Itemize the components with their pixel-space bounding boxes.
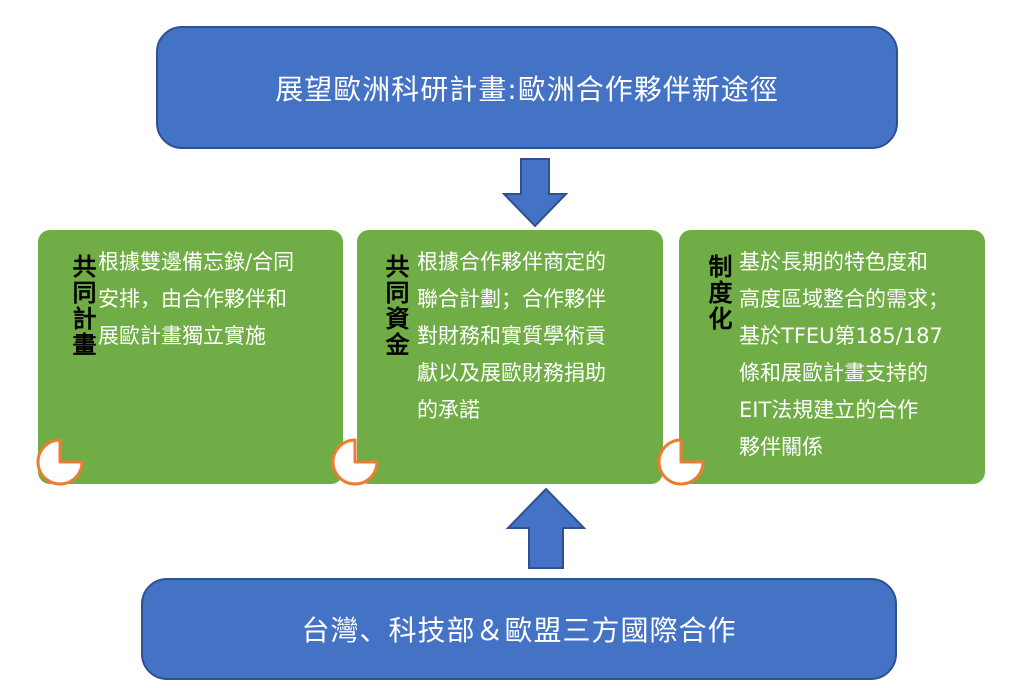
card-text: 根據合作夥伴商定的 聯合計劃；合作夥伴 對財務和實質學術貢 獻以及展歐財務捐助 … [417, 244, 657, 429]
card-text-line: 聯合計劃；合作夥伴 [417, 287, 606, 311]
arrow-up-icon [506, 488, 586, 569]
card-institutionalised: 制度化 基於長期的特色度和 高度區域整合的需求； 基於TFEU第185/187 … [657, 230, 985, 486]
card-text-line: 基於TFEU第185/187 [739, 324, 943, 348]
card-text-line: 安排，由合作夥伴和 [98, 287, 287, 311]
arrow-down-icon [502, 158, 568, 228]
card-text-line: 根據雙邊備忘錄/合同 [98, 250, 295, 274]
card-text-line: 基於長期的特色度和 [739, 250, 928, 274]
pie-icon [36, 438, 84, 486]
card-text-line: 根據合作夥伴商定的 [417, 250, 606, 274]
bottom-title-box: 台灣、科技部＆歐盟三方國際合作 [141, 578, 897, 680]
card-text: 根據雙邊備忘錄/合同 安排，由合作夥伴和 展歐計畫獨立實施 [98, 244, 336, 355]
card-text-line: 展歐計畫獨立實施 [98, 324, 266, 348]
bottom-title-text: 台灣、科技部＆歐盟三方國際合作 [301, 614, 737, 647]
pie-icon [657, 438, 705, 486]
card-text-line: 的承諾 [417, 398, 480, 422]
card-title: 共同計畫 [68, 254, 96, 358]
card-joint-funding: 共同資金 根據合作夥伴商定的 聯合計劃；合作夥伴 對財務和實質學術貢 獻以及展歐… [331, 230, 663, 486]
card-title: 共同資金 [381, 254, 409, 358]
card-text-line: 獻以及展歐財務捐助 [417, 361, 606, 385]
card-text-line: EIT法規建立的合作 [739, 398, 919, 422]
card-text-line: 高度區域整合的需求； [739, 287, 949, 311]
top-title-box: 展望歐洲科研計畫:歐洲合作夥伴新途徑 [156, 26, 898, 149]
card-text-line: 條和展歐計畫支持的 [739, 361, 928, 385]
card-title: 制度化 [704, 254, 732, 332]
pie-icon [331, 438, 379, 486]
card-text: 基於長期的特色度和 高度區域整合的需求； 基於TFEU第185/187 條和展歐… [739, 244, 981, 466]
top-title-text: 展望歐洲科研計畫:歐洲合作夥伴新途徑 [275, 72, 779, 106]
card-joint-programme: 共同計畫 根據雙邊備忘錄/合同 安排，由合作夥伴和 展歐計畫獨立實施 [36, 230, 343, 486]
card-text-line: 對財務和實質學術貢 [417, 324, 606, 348]
card-text-line: 夥伴關係 [739, 435, 823, 459]
